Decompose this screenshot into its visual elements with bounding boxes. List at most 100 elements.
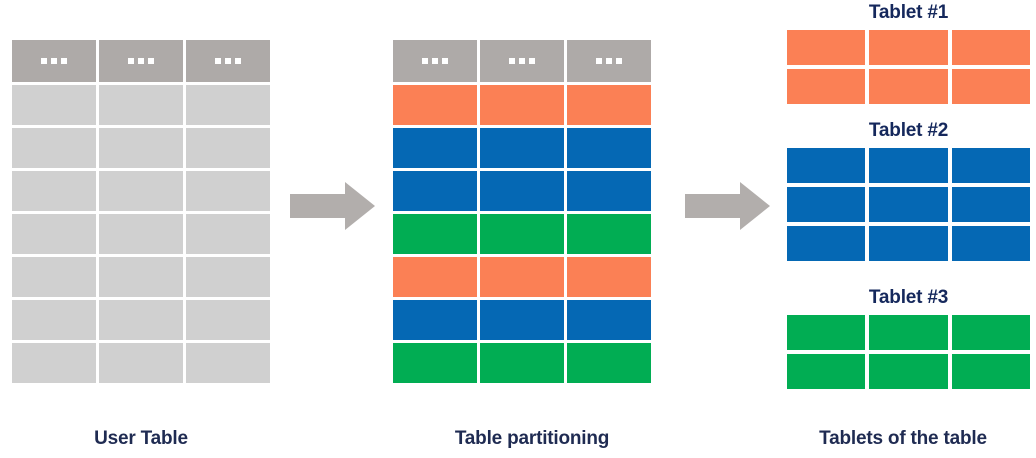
tablet-row <box>787 148 1030 183</box>
table-row <box>393 257 651 297</box>
tablet-row <box>787 30 1030 65</box>
table-cell <box>12 300 96 340</box>
table-cell <box>480 300 564 340</box>
tablet-2 <box>787 148 1030 261</box>
header-cell <box>12 40 96 82</box>
table-cell <box>12 85 96 125</box>
tablet-row <box>787 315 1030 350</box>
tablet-cell <box>869 148 948 183</box>
table-cell <box>480 214 564 254</box>
tablet-3 <box>787 315 1030 389</box>
tablet-1-title: Tablet #1 <box>868 2 949 23</box>
ellipsis-icon <box>128 58 154 64</box>
tablet-cell <box>869 354 948 389</box>
tablet-cell <box>787 226 866 261</box>
ellipsis-icon <box>215 58 241 64</box>
table-header-row <box>393 40 651 82</box>
tablet-1 <box>787 30 1030 104</box>
table-cell <box>393 171 477 211</box>
user-table <box>12 40 270 383</box>
tablet-3-title: Tablet #3 <box>868 287 949 308</box>
table-cell <box>393 257 477 297</box>
tablet-cell <box>787 187 866 222</box>
table-cell <box>186 128 270 168</box>
ellipsis-icon <box>596 58 622 64</box>
ellipsis-icon <box>509 58 535 64</box>
table-cell <box>12 257 96 297</box>
tablet-2-title: Tablet #2 <box>868 120 949 141</box>
table-cell <box>99 343 183 383</box>
user-table-caption: User Table <box>94 428 188 449</box>
tablet-cell <box>951 30 1030 65</box>
tablet-row <box>787 226 1030 261</box>
table-cell <box>480 128 564 168</box>
tablet-cell <box>869 226 948 261</box>
table-row <box>12 257 270 297</box>
table-cell <box>99 128 183 168</box>
tablet-cell <box>869 69 948 104</box>
table-cell <box>567 214 651 254</box>
arrow-table-to-partitioning <box>290 180 375 232</box>
ellipsis-icon <box>422 58 448 64</box>
table-cell <box>567 300 651 340</box>
tablet-cell <box>787 148 866 183</box>
tablet-cell <box>951 69 1030 104</box>
table-cell <box>480 85 564 125</box>
header-cell <box>186 40 270 82</box>
table-row <box>12 214 270 254</box>
table-cell <box>186 171 270 211</box>
table-cell <box>186 85 270 125</box>
table-row <box>12 85 270 125</box>
table-partitioning-caption: Table partitioning <box>454 428 610 449</box>
tablet-cell <box>951 226 1030 261</box>
table-cell <box>480 171 564 211</box>
table-row <box>393 300 651 340</box>
table-cell <box>186 257 270 297</box>
partitioned-table <box>393 40 651 383</box>
table-cell <box>186 300 270 340</box>
header-cell <box>480 40 564 82</box>
table-row <box>12 171 270 211</box>
tablet-cell <box>787 30 866 65</box>
tablet-cell <box>951 315 1030 350</box>
table-cell <box>393 128 477 168</box>
tablet-cell <box>951 148 1030 183</box>
table-cell <box>393 214 477 254</box>
ellipsis-icon <box>41 58 67 64</box>
table-row <box>12 128 270 168</box>
table-cell <box>480 257 564 297</box>
table-cell <box>186 343 270 383</box>
tablet-cell <box>869 30 948 65</box>
table-row <box>393 128 651 168</box>
table-cell <box>567 128 651 168</box>
table-cell <box>12 128 96 168</box>
table-cell <box>99 85 183 125</box>
header-cell <box>567 40 651 82</box>
table-row <box>393 85 651 125</box>
table-cell <box>480 343 564 383</box>
table-cell <box>12 171 96 211</box>
table-cell <box>567 171 651 211</box>
tablet-row <box>787 354 1030 389</box>
tablet-cell <box>869 315 948 350</box>
header-cell <box>99 40 183 82</box>
table-cell <box>567 343 651 383</box>
tablets-of-the-table-caption: Tablets of the table <box>819 428 987 449</box>
table-header-row <box>12 40 270 82</box>
arrow-partitioning-to-tablets <box>685 180 770 232</box>
table-row <box>393 171 651 211</box>
table-cell <box>393 85 477 125</box>
table-cell <box>393 300 477 340</box>
tablet-cell <box>869 187 948 222</box>
table-cell <box>393 343 477 383</box>
tablet-cell <box>787 69 866 104</box>
header-cell <box>393 40 477 82</box>
tablet-cell <box>951 187 1030 222</box>
table-cell <box>186 214 270 254</box>
tablet-row <box>787 187 1030 222</box>
tablet-cell <box>787 315 866 350</box>
table-cell <box>99 171 183 211</box>
table-cell <box>12 343 96 383</box>
tablet-row <box>787 69 1030 104</box>
tablet-cell <box>951 354 1030 389</box>
